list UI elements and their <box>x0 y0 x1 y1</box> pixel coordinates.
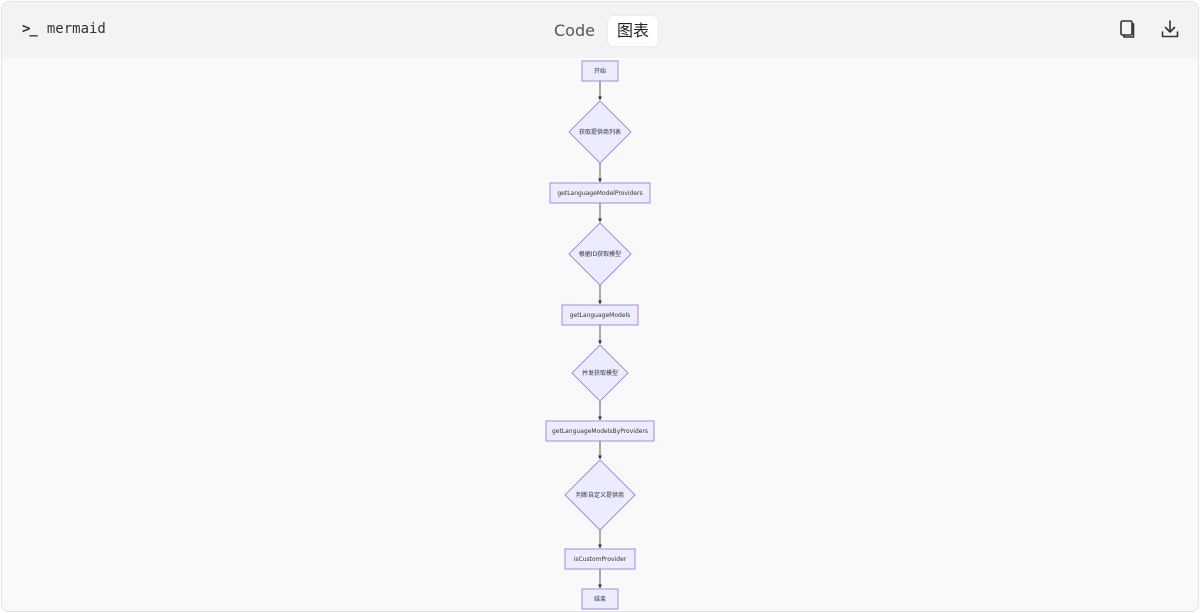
flow-node-label: 并发获取模型 <box>582 369 618 377</box>
copy-button[interactable] <box>1116 18 1138 40</box>
flow-node-box <box>549 182 651 204</box>
flowchart-canvas: 开始获取提供商列表 getLanguageModelProviders 根据ID获取… <box>2 58 1198 611</box>
flow-node-getLanguageModelsByProviders: getLanguageModelsByProviders <box>545 420 655 442</box>
flow-node-box <box>564 548 636 570</box>
flow-node-start: 开始 <box>581 60 619 82</box>
flow-node-diamond <box>564 459 636 531</box>
flow-node-box <box>581 60 619 82</box>
flow-node-isCustomProvider: isCustomProvider <box>564 548 636 570</box>
flow-node-label: 根据ID获取模型 <box>579 250 621 258</box>
language-name: mermaid <box>46 21 106 37</box>
terminal-icon: >_ <box>22 21 38 37</box>
flow-node-getModelById: 根据ID获取模型 <box>568 222 632 286</box>
flow-node-diamond <box>568 100 632 164</box>
flow-node-concurrentGetModels: 并发获取模型 <box>571 344 629 402</box>
flow-node-box <box>561 304 639 326</box>
flow-node-getLanguageModels: getLanguageModels <box>561 304 639 326</box>
view-tabs: Code 图表 <box>545 16 658 46</box>
tab-diagram[interactable]: 图表 <box>607 16 658 46</box>
language-label: >_ mermaid <box>22 21 106 37</box>
flow-node-getLanguageModelProviders: getLanguageModelProviders <box>549 182 651 204</box>
flow-node-label: 判断自定义提供商 <box>576 491 624 499</box>
flow-node-diamond <box>571 344 629 402</box>
flow-node-label: getLanguageModelsByProviders <box>552 428 648 435</box>
flow-node-checkCustomProvider: 判断自定义提供商 <box>564 459 636 531</box>
copy-icon <box>1120 20 1135 38</box>
flow-node-end: 结束 <box>581 588 619 610</box>
flow-node-label: getLanguageModels <box>570 312 631 319</box>
tab-code[interactable]: Code <box>554 21 595 40</box>
flow-node-label: 结束 <box>594 595 606 603</box>
flow-node-label: getLanguageModelProviders <box>557 190 642 197</box>
flow-node-box <box>581 588 619 610</box>
flow-node-label: 开始 <box>594 67 606 75</box>
flow-node-box <box>545 420 655 442</box>
flow-node-getProviderList: 获取提供商列表 <box>568 100 632 164</box>
flow-node-diamond <box>568 222 632 286</box>
download-button[interactable] <box>1159 18 1181 40</box>
code-block-header: >_ mermaid Code 图表 <box>2 2 1198 58</box>
download-icon <box>1161 20 1179 38</box>
flow-node-label: 获取提供商列表 <box>579 128 621 136</box>
flow-node-label: isCustomProvider <box>574 556 627 563</box>
